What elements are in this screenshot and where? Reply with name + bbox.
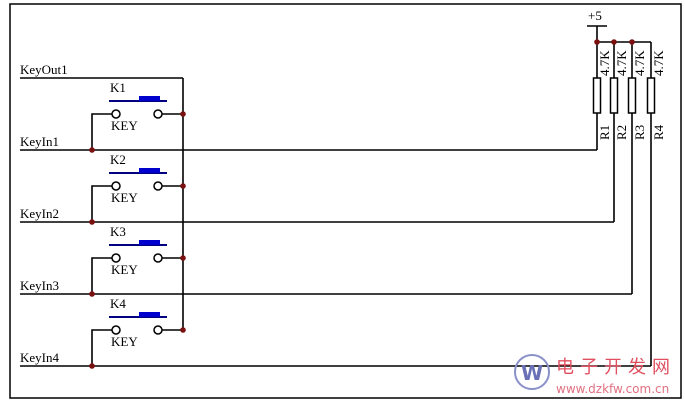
switch-ref: K1 xyxy=(110,80,126,95)
resistor-body xyxy=(646,77,656,114)
resistor-value: 4.7K xyxy=(632,50,647,76)
resistor-body xyxy=(592,77,602,114)
switch-ref: K2 xyxy=(110,152,126,167)
switch-contact xyxy=(111,325,121,335)
junction-dot xyxy=(180,183,186,189)
switch-ref: K4 xyxy=(110,296,126,311)
resistor-value: 4.7K xyxy=(651,50,666,76)
switch-contact xyxy=(153,325,163,335)
junction-dot xyxy=(180,255,186,261)
junction-dot xyxy=(180,327,186,333)
watermark-title: 电子开发网 xyxy=(556,357,676,378)
switch-value: KEY xyxy=(111,262,138,277)
resistor-value: 4.7K xyxy=(614,50,629,76)
junction-dot xyxy=(89,291,95,297)
resistor-ref: R4 xyxy=(651,124,666,140)
junction-dot xyxy=(180,111,186,117)
switch-button-cap xyxy=(139,240,160,245)
switch-contact xyxy=(111,181,121,191)
watermark-w-icon: W xyxy=(521,361,543,385)
resistor-value: 4.7K xyxy=(597,50,612,76)
junction-dot xyxy=(611,39,617,45)
resistor-body xyxy=(627,77,637,114)
net-label-keyout1: KeyOut1 xyxy=(20,62,68,77)
resistor-ref: R2 xyxy=(614,125,629,140)
frame xyxy=(9,3,682,399)
switch-value: KEY xyxy=(111,334,138,349)
switch-left-wire xyxy=(91,113,112,150)
switch-contact xyxy=(153,253,163,263)
switch-contact xyxy=(153,109,163,119)
junction-dot xyxy=(89,363,95,369)
watermark-url: www.dzkfw.com.cn xyxy=(556,382,669,396)
net-label-keyin2: KeyIn2 xyxy=(20,206,59,221)
net-label-keyin1: KeyIn1 xyxy=(20,134,59,149)
switch-contact xyxy=(153,181,163,191)
switch-left-wire xyxy=(91,257,112,294)
switch-left-wire xyxy=(91,329,112,366)
power-label: +5 xyxy=(588,8,602,23)
switch-button-cap xyxy=(139,312,160,317)
switch-button-cap xyxy=(139,168,160,173)
net-label-keyin4: KeyIn4 xyxy=(20,350,59,365)
junction-dot xyxy=(89,219,95,225)
switch-left-wire xyxy=(91,185,112,222)
switch-value: KEY xyxy=(111,118,138,133)
net-label-keyin3: KeyIn3 xyxy=(20,278,59,293)
switch-contact xyxy=(111,253,121,263)
switch-ref: K3 xyxy=(110,224,126,239)
junction-dot xyxy=(629,39,635,45)
resistor-ref: R3 xyxy=(632,125,647,140)
junction-dot xyxy=(594,39,600,45)
watermark-circle xyxy=(514,354,550,390)
switch-contact xyxy=(111,109,121,119)
junction-dot xyxy=(89,147,95,153)
watermark-logo: W 电子开发网 www.dzkfw.com.cn xyxy=(514,354,676,396)
switch-value: KEY xyxy=(111,190,138,205)
switch-button-cap xyxy=(139,96,160,101)
resistor-body xyxy=(609,77,619,114)
resistor-ref: R1 xyxy=(597,125,612,140)
